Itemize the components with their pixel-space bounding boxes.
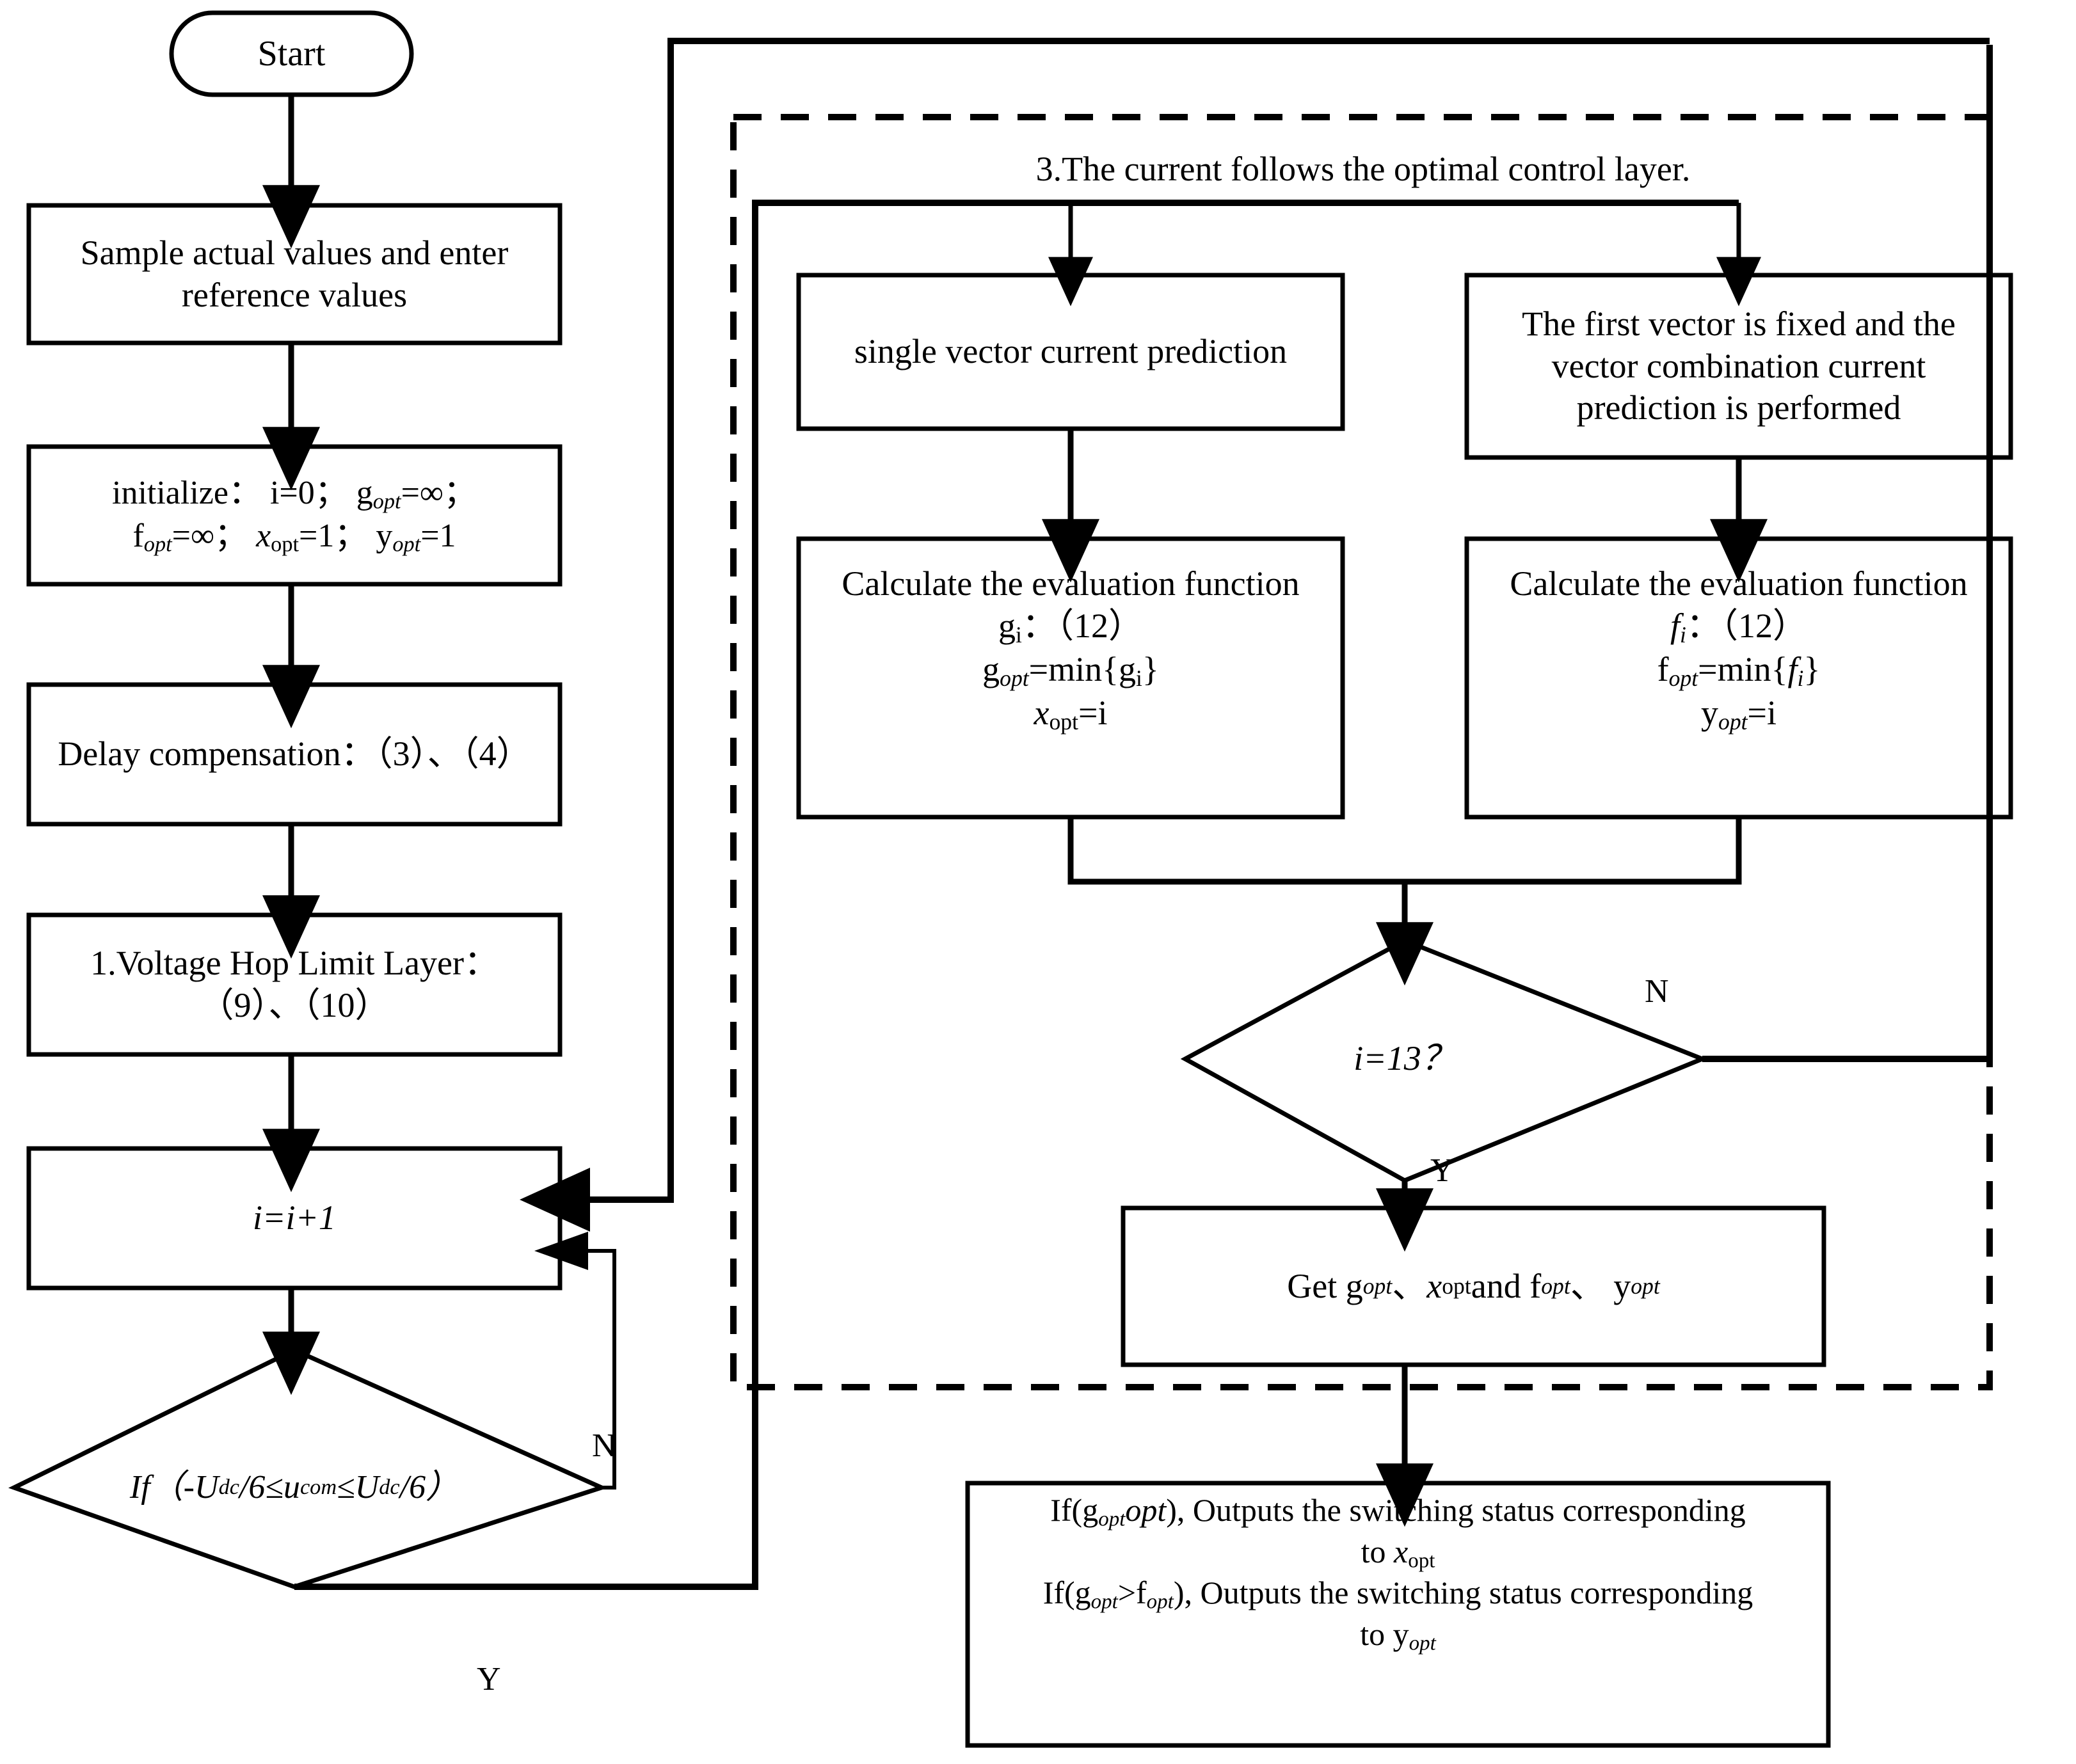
node-if-i13 <box>1180 938 1709 1183</box>
node-fixed-vector <box>1464 273 2013 460</box>
node-get-opt <box>1121 1205 1826 1367</box>
edge-outer-loop-top <box>520 38 1990 1232</box>
node-sample <box>26 203 563 346</box>
node-if-voltage <box>8 1347 608 1589</box>
edge-merge-bar <box>1067 817 1742 885</box>
edge-ifvoltage-no <box>534 1232 616 1490</box>
node-eval-f <box>1464 536 2013 820</box>
node-voltage-hop <box>26 912 563 1057</box>
node-delay <box>26 682 563 827</box>
dashed-group-box <box>730 114 1993 1390</box>
node-output <box>965 1481 1831 1748</box>
node-single-vector <box>796 273 1345 431</box>
node-increment <box>26 1146 563 1291</box>
node-eval-g <box>796 536 1345 820</box>
node-start <box>169 10 414 97</box>
edge-ifi13-no <box>1702 45 1993 1062</box>
node-initialize <box>26 444 563 587</box>
